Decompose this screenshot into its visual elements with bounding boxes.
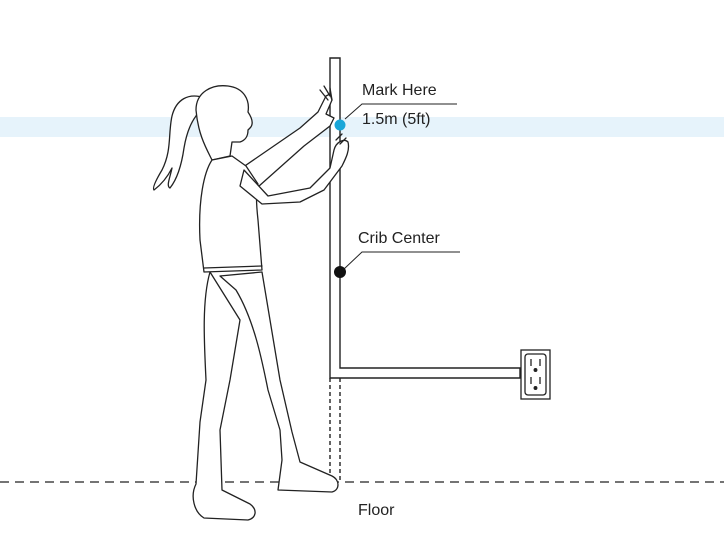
floor-label: Floor [358, 502, 395, 519]
wall-mount-pole [329, 57, 521, 482]
power-outlet-icon [520, 349, 551, 400]
person-figure [152, 85, 350, 521]
mark-callout-line [344, 103, 457, 120]
crib-callout-line [343, 251, 460, 270]
mark-height-label: 1.5m (5ft) [362, 111, 431, 128]
mark-dot [334, 119, 346, 131]
mark-here-label: Mark Here [362, 82, 437, 99]
crib-center-label: Crib Center [358, 230, 440, 247]
crib-center-dot [334, 266, 346, 278]
